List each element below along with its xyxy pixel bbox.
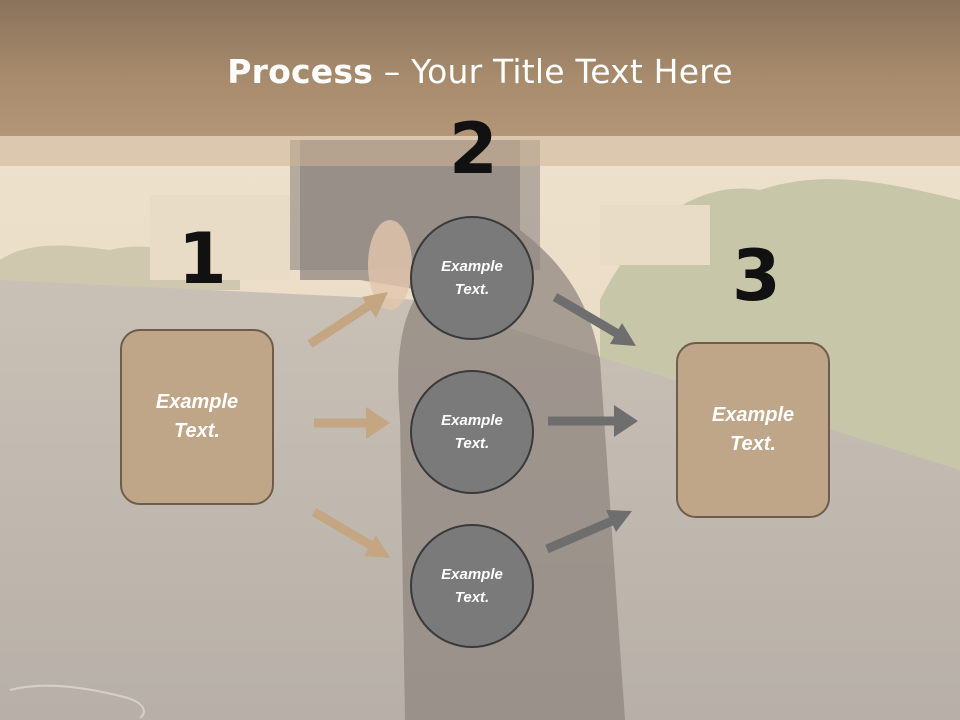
step-number-3: 3 bbox=[732, 235, 781, 317]
step-number-2: 2 bbox=[449, 108, 498, 190]
title-band bbox=[0, 0, 960, 136]
right-box-line2: Text. bbox=[730, 433, 776, 455]
circle-top-line2: Text. bbox=[454, 281, 490, 298]
step-number-1: 1 bbox=[178, 218, 227, 300]
title-rest: – Your Title Text Here bbox=[373, 52, 733, 91]
circle-bottom-line1: Example bbox=[441, 566, 503, 583]
title-strip bbox=[0, 136, 960, 166]
left-box-line1: Example bbox=[155, 391, 239, 413]
slide-title: Process – Your Title Text Here bbox=[0, 52, 960, 91]
circle-middle-line2: Text. bbox=[454, 435, 490, 452]
right-box-line1: Example bbox=[711, 404, 795, 426]
circle-top-line1: Example bbox=[441, 258, 503, 275]
circle-bottom-line2: Text. bbox=[454, 589, 490, 606]
circle-middle-line1: Example bbox=[441, 412, 503, 429]
title-bold: Process bbox=[227, 52, 374, 91]
left-box-line2: Text. bbox=[174, 420, 220, 442]
